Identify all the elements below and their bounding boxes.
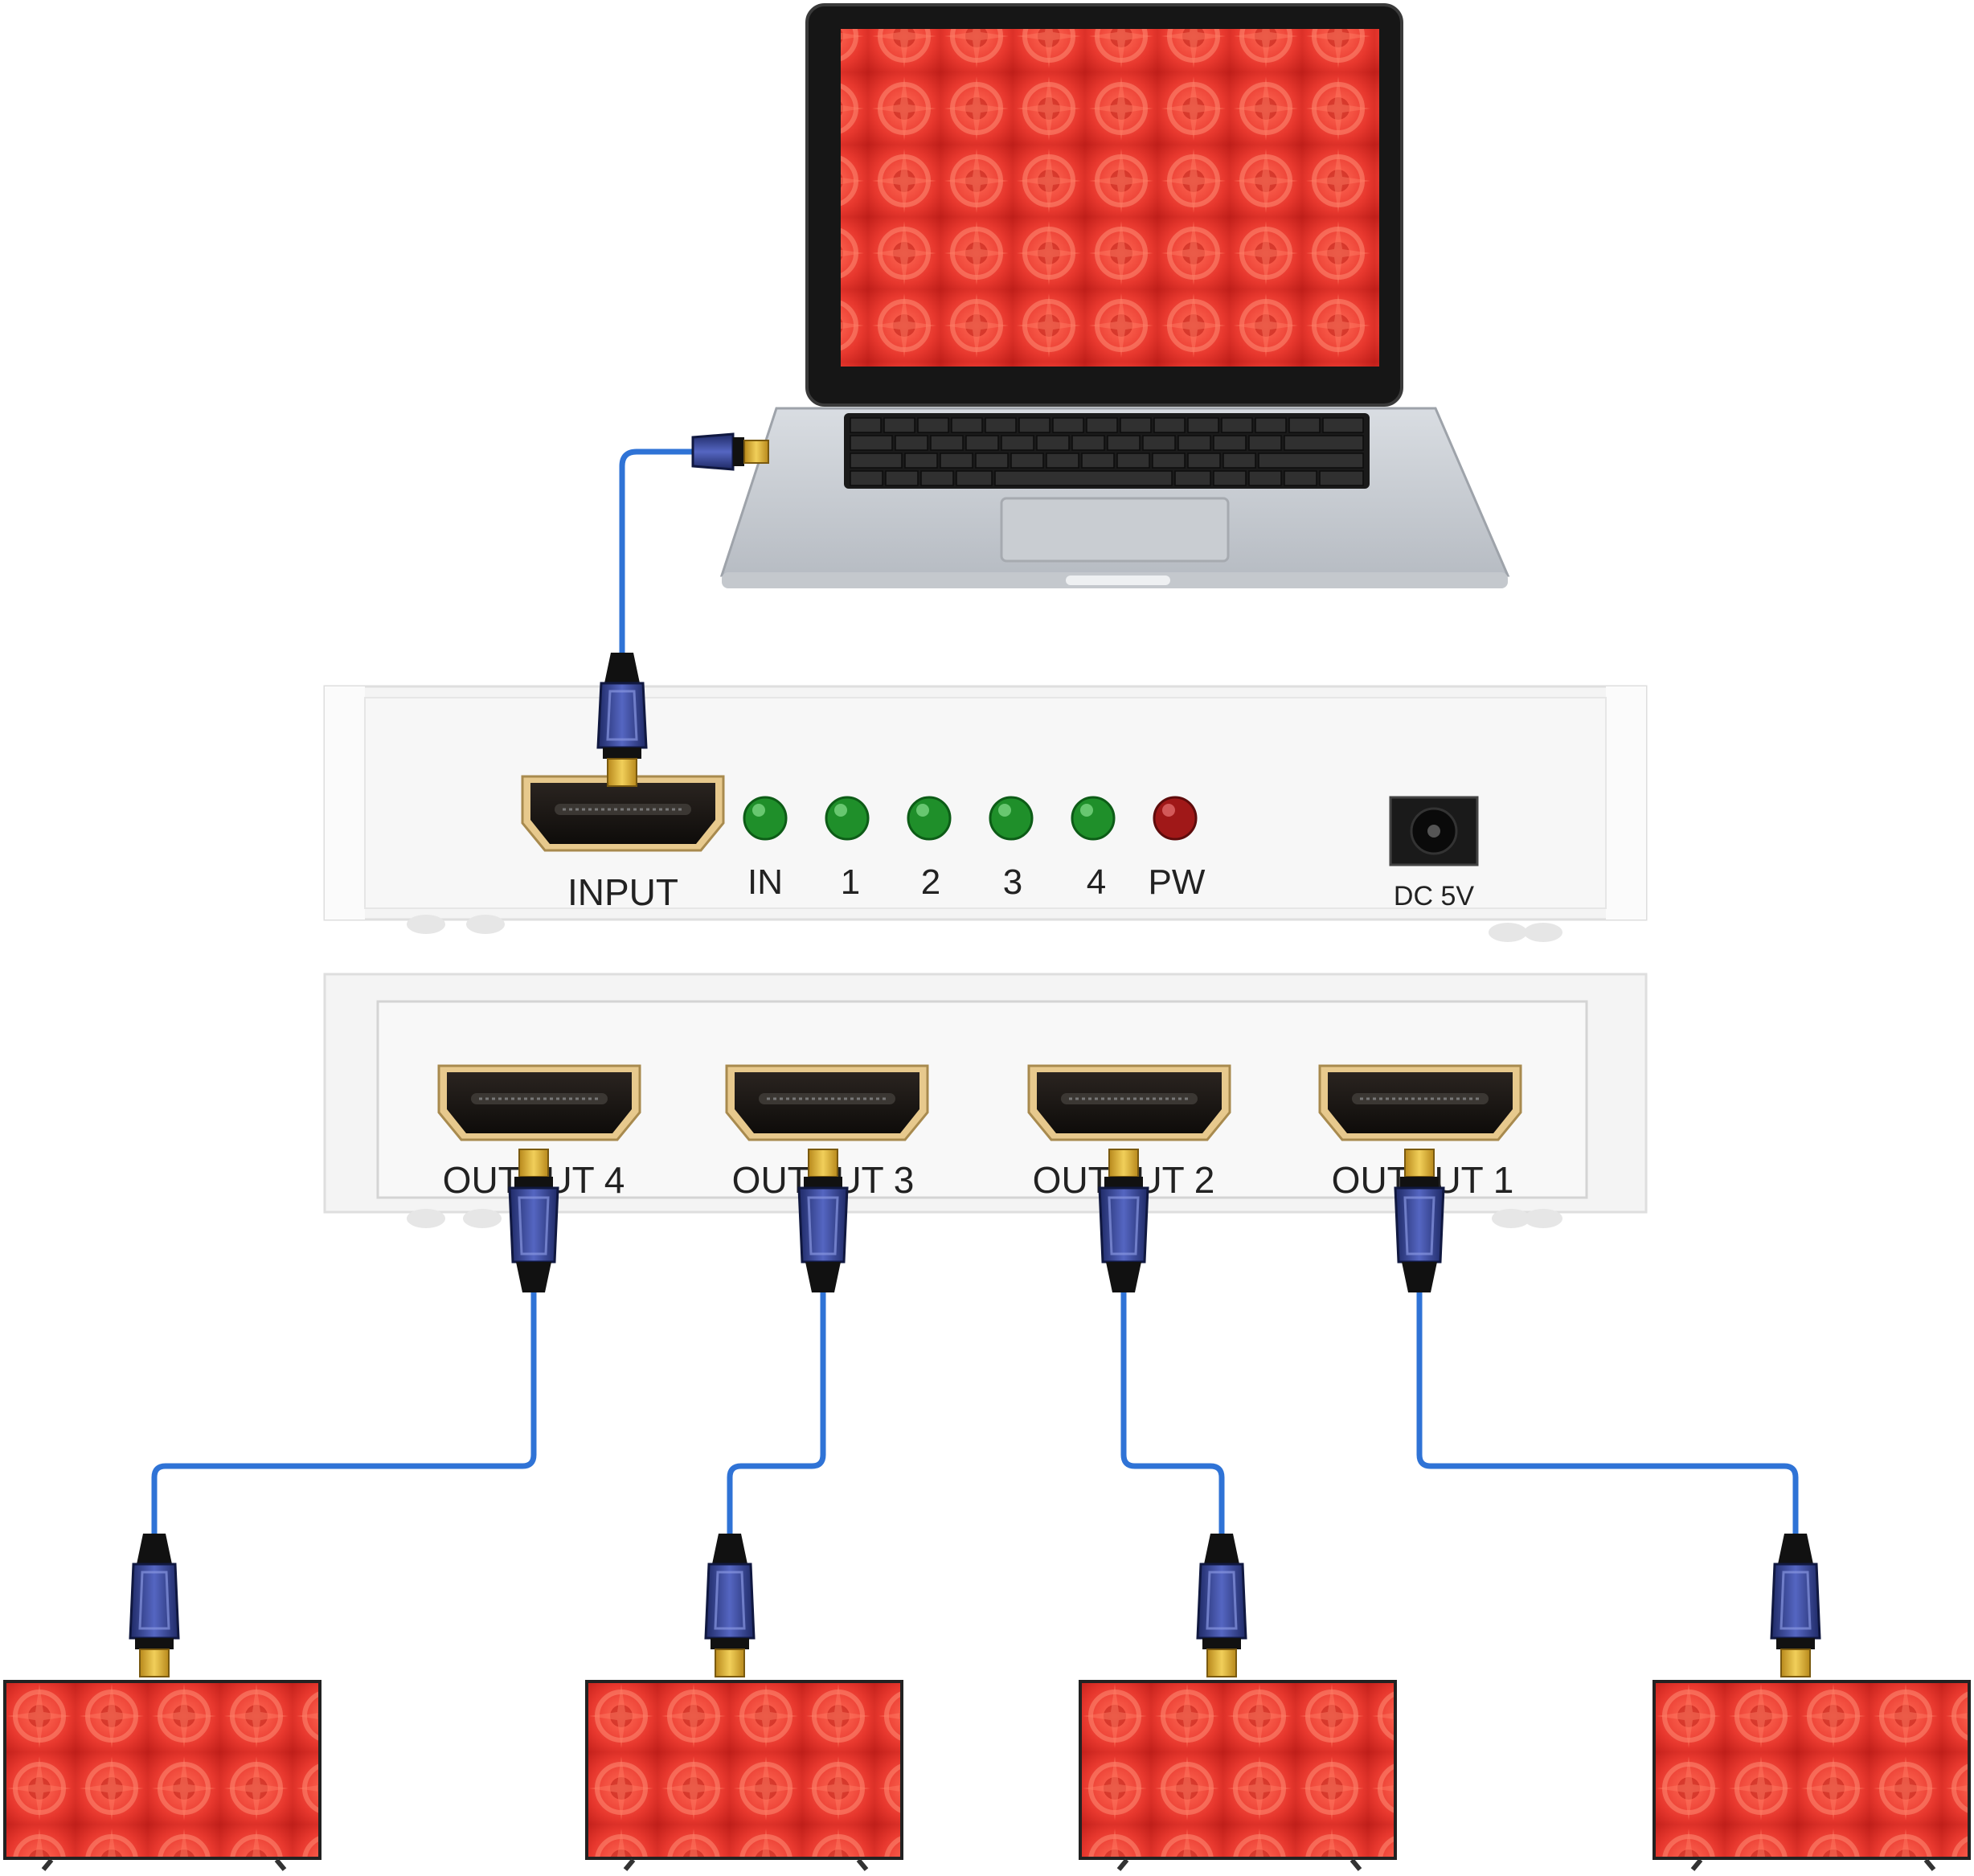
tv-2-plug	[704, 1532, 756, 1678]
tv-3-plug	[1196, 1532, 1247, 1678]
input-hdmi-plug	[596, 653, 648, 787]
led-2: 2	[907, 796, 952, 902]
laptop-trackpad	[1000, 497, 1230, 563]
power-label: DC 5V	[1394, 881, 1474, 911]
led-1: 1	[825, 796, 870, 902]
input-cable	[619, 432, 769, 653]
input-hdmi-port[interactable]	[521, 775, 725, 852]
laptop-screen	[841, 29, 1379, 367]
led-label-in: IN	[747, 862, 783, 902]
dc-power-jack[interactable]	[1389, 796, 1479, 866]
led-in: IN	[743, 796, 788, 902]
input-panel: INPUT IN 1 2 3	[323, 653, 1648, 942]
led-label-1: 1	[841, 862, 860, 902]
tv-1-plug	[129, 1532, 180, 1678]
tv-4	[1653, 1680, 1971, 1870]
led-group: IN 1 2 3 4	[743, 796, 1206, 902]
tv-3	[1079, 1680, 1397, 1870]
tv-2	[585, 1680, 903, 1870]
input-label: INPUT	[567, 871, 678, 913]
output-4-port[interactable]	[437, 1064, 641, 1141]
output-1-port[interactable]	[1318, 1064, 1522, 1141]
laptop-keyboard	[844, 413, 1370, 489]
output-3-port[interactable]	[725, 1064, 929, 1141]
led-label-pw: PW	[1149, 862, 1206, 902]
output-cables	[151, 1288, 1799, 1551]
output-2-port[interactable]	[1027, 1064, 1231, 1141]
led-pw: PW	[1149, 796, 1206, 902]
led-4: 4	[1071, 796, 1116, 902]
led-label-2: 2	[921, 862, 940, 902]
laptop	[719, 3, 1510, 588]
tv-4-plug	[1770, 1532, 1821, 1678]
led-3: 3	[989, 796, 1034, 902]
led-label-4: 4	[1087, 862, 1106, 902]
tv-1	[3, 1680, 321, 1870]
led-label-3: 3	[1003, 862, 1022, 902]
